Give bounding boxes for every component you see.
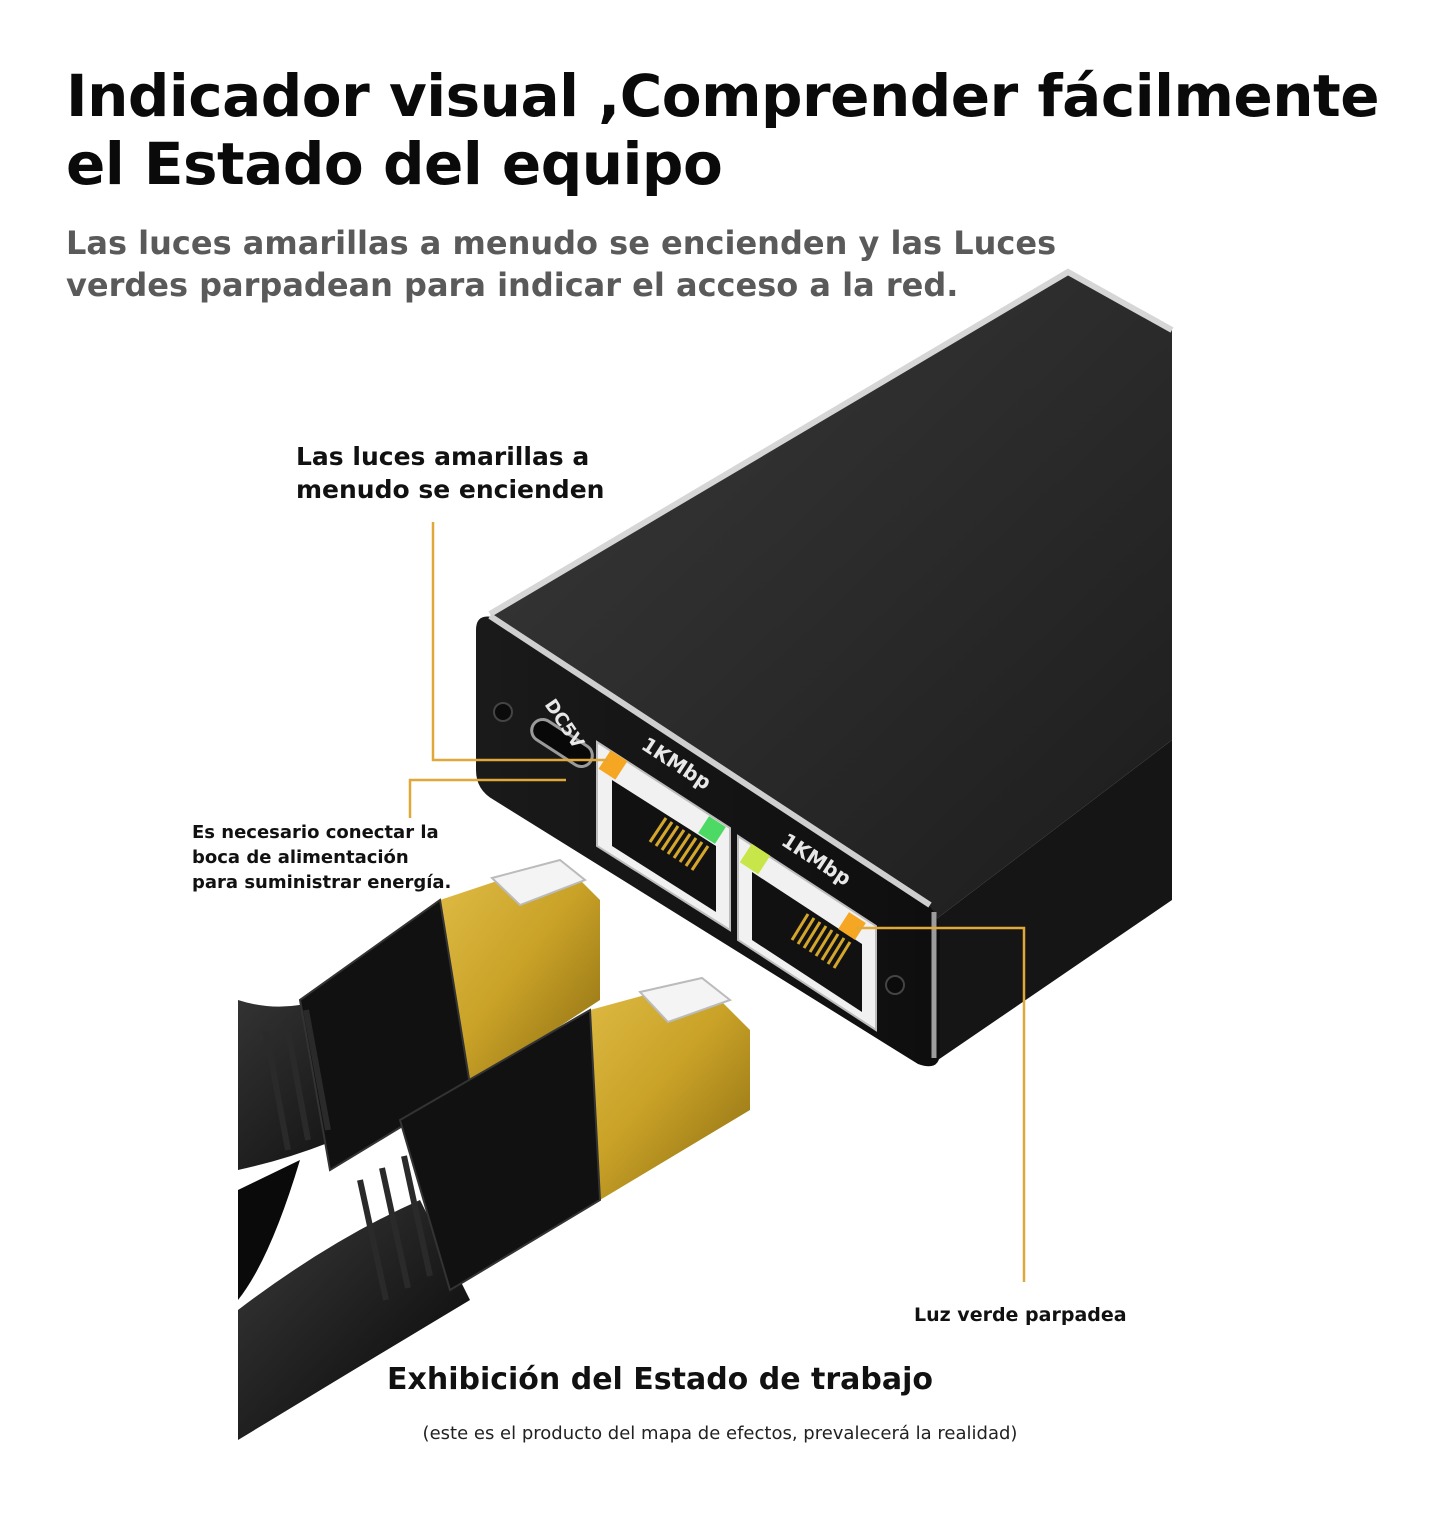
callout-yellow-line-2: menudo se encienden <box>296 475 605 504</box>
callout-yellow-light: Las luces amarillas a menudo se enciende… <box>296 440 656 506</box>
splitter-device: DC5V 1KMbp <box>476 268 1174 1067</box>
headline: Indicador visual ,Comprender fácilmente … <box>66 62 1406 198</box>
subheadline-line-2: verdes parpadean para indicar el acceso … <box>66 266 959 304</box>
upper-plug-gold <box>430 860 600 1085</box>
rj45-cable-lower <box>238 976 750 1440</box>
headline-line-2: el Estado del equipo <box>66 130 723 198</box>
lower-plug-gold <box>560 980 750 1200</box>
device-top-face <box>482 272 1172 920</box>
callout-power-line-3: para suministrar energía. <box>192 872 452 893</box>
screw-left <box>493 702 513 722</box>
leader-lines <box>408 522 1026 1282</box>
leader-green-light <box>856 926 1026 1282</box>
rj45-cable-upper <box>238 858 600 1300</box>
callout-yellow-line-1: Las luces amarillas a <box>296 442 590 471</box>
lower-plug-boot <box>398 1008 602 1292</box>
disclaimer: (este es el producto del mapa de efectos… <box>422 1423 1018 1444</box>
power-port <box>530 717 594 769</box>
subheadline-line-1: Las luces amarillas a menudo se enciende… <box>66 224 1057 262</box>
port2-yellow-led <box>838 912 866 940</box>
upper-plug-clip <box>490 858 587 907</box>
ethernet-port-2: 1KMbp <box>737 828 877 1032</box>
callout-power-port: Es necesario conectar la boca de aliment… <box>192 820 482 895</box>
callout-power-line-2: boca de alimentación <box>192 847 409 868</box>
screw-right <box>885 975 905 995</box>
device-edge-highlight <box>488 268 1174 617</box>
callout-green-light: Luz verde parpadea <box>914 1304 1127 1326</box>
port1-green-led <box>698 816 726 844</box>
callout-power-line-1: Es necesario conectar la <box>192 822 439 843</box>
headline-line-1: Indicador visual ,Comprender fácilmente <box>66 62 1380 130</box>
leader-yellow-light <box>431 522 608 762</box>
lower-plug-clip <box>638 976 733 1024</box>
port2-green-led <box>739 843 771 875</box>
status-title: Exhibición del Estado de trabajo <box>387 1362 933 1397</box>
subheadline: Las luces amarillas a menudo se enciende… <box>66 222 1086 306</box>
port1-yellow-led <box>598 750 628 780</box>
leader-power-port <box>408 778 566 818</box>
device-right-face <box>935 740 1172 1062</box>
